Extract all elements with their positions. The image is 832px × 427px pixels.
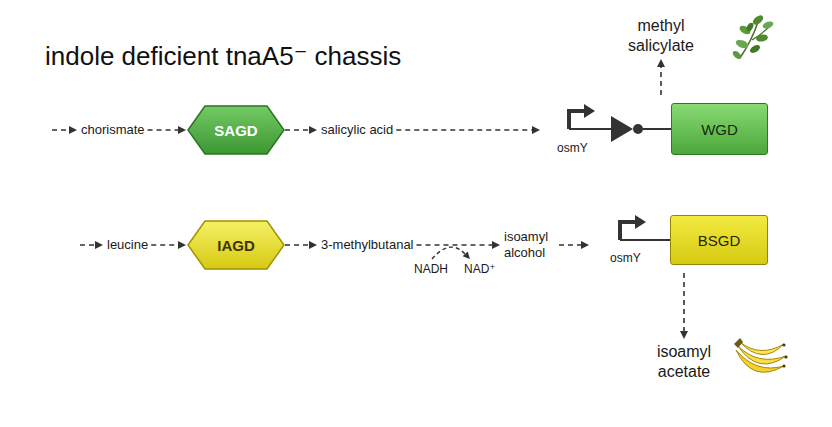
dashed-line	[683, 273, 685, 331]
metabolite-label: 3-methylbutanal	[321, 237, 414, 253]
banana-icon	[734, 338, 788, 372]
arrowhead	[178, 241, 186, 249]
metabolite-label: salicylic acid	[321, 122, 393, 138]
product-label: methyl salicylate	[621, 16, 701, 56]
hexagon-outline	[188, 221, 284, 269]
promoter-label: osmY	[557, 141, 588, 155]
arrowhead	[532, 126, 540, 134]
promoter-symbol	[620, 215, 670, 240]
metabolite-label: isoamyl alcohol	[504, 229, 556, 261]
dashed-arrow	[151, 241, 186, 249]
enzyme-label: IAGD	[217, 237, 255, 254]
dashed-line	[396, 129, 532, 131]
arrowhead	[309, 241, 317, 249]
dashed-line	[151, 244, 178, 246]
metabolite-node: chorismate	[78, 120, 148, 140]
metabolite-node: methyl salicylate	[618, 14, 704, 58]
enzyme-hexagon: SAGD	[187, 105, 285, 155]
enzyme-label: SAGD	[214, 122, 257, 139]
panel-title: indole deficient tnaA5⁻ chassis	[45, 41, 401, 71]
gene-box: WGD	[671, 103, 768, 155]
metabolite-node: salicylic acid	[318, 120, 396, 140]
dashed-arrow	[657, 59, 665, 95]
metabolite-node: leucine	[104, 235, 151, 255]
metabolite-node: 3-methylbutanal	[318, 235, 417, 255]
gene-label: WGD	[701, 121, 738, 138]
arrowhead	[309, 126, 317, 134]
dashed-arrow	[680, 273, 688, 339]
inverter-symbol	[611, 116, 671, 142]
promoter-label: osmY	[610, 251, 641, 265]
arrowhead	[492, 241, 500, 249]
feed-arrow	[52, 126, 77, 134]
gene-box: BSGD	[670, 215, 768, 265]
arrowhead	[657, 59, 665, 67]
cofactor-arc	[432, 247, 470, 259]
feed-arrow	[80, 241, 103, 249]
cofactor-label: NAD⁺	[464, 262, 496, 276]
expression-cassette: osmY BSGD	[590, 207, 777, 273]
arrowhead	[581, 241, 589, 249]
dashed-line	[148, 129, 178, 131]
dashed-arrow	[417, 241, 501, 249]
gene-label: BSGD	[698, 232, 741, 249]
hexagon-outline	[188, 106, 284, 154]
metabolite-node: isoamyl alcohol	[501, 227, 559, 263]
dashed-arrow	[396, 126, 540, 134]
dashed-arrow	[285, 126, 317, 134]
dashed-line	[285, 244, 309, 246]
arrowhead	[680, 331, 688, 339]
metabolite-node: isoamyl acetate	[648, 340, 720, 384]
dashed-line	[417, 244, 493, 246]
dashed-arrow	[285, 241, 317, 249]
cofactor-label: NADH	[414, 262, 448, 276]
dashed-line	[285, 129, 309, 131]
dashed-line	[559, 244, 581, 246]
arrowhead	[178, 126, 186, 134]
dashed-arrow	[559, 241, 589, 249]
metabolite-label: chorismate	[81, 122, 145, 138]
expression-cassette: osmY WGD	[541, 95, 778, 178]
enzyme-hexagon: IAGD	[187, 220, 285, 270]
metabolite-label: leucine	[107, 237, 148, 253]
promoter-symbol	[569, 104, 611, 129]
dashed-line	[660, 67, 662, 95]
product-label: isoamyl acetate	[651, 342, 717, 382]
leaf-icon	[731, 13, 774, 60]
dashed-arrow	[148, 126, 186, 134]
